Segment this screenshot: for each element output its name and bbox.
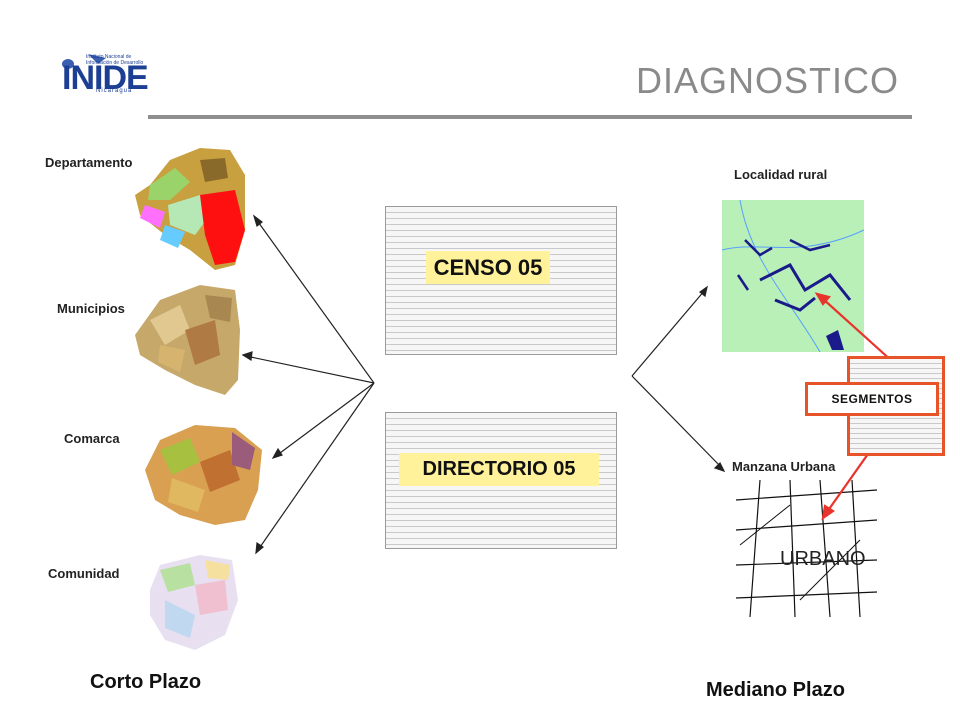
right-arrows [631, 285, 726, 473]
logo-subtitle: Instituto Nacional de Información de Des… [86, 54, 144, 66]
label-comunidad: Comunidad [48, 566, 120, 581]
label-comarca: Comarca [64, 431, 120, 446]
label-departamento: Departamento [45, 155, 133, 170]
map-municipios [135, 285, 240, 395]
urbano-map-text: URBANO [780, 548, 866, 570]
logo-text: INIDE [62, 59, 149, 97]
segments-label: SEGMENTOS [805, 382, 939, 416]
map-localidad-rural [721, 199, 865, 353]
map-manzana-urbana [735, 479, 878, 618]
directorio-label: DIRECTORIO 05 [399, 453, 599, 486]
censo-label: CENSO 05 [426, 251, 550, 284]
corto-plazo-label: Corto Plazo [90, 671, 202, 693]
map-comunidad [150, 555, 238, 650]
map-comarca [145, 425, 262, 525]
mediano-plazo-label: Mediano Plazo [706, 679, 845, 701]
page-title: DIAGNOSTICO [636, 60, 900, 101]
inide-logo [58, 52, 148, 100]
label-municipios: Municipios [57, 301, 125, 316]
left-arrows [241, 214, 375, 555]
title-divider [148, 115, 912, 119]
logo-mark-icon [62, 54, 106, 69]
label-localidad-rural: Localidad rural [734, 167, 828, 182]
map-departamento [135, 148, 245, 270]
label-manzana-urbana: Manzana Urbana [732, 459, 836, 474]
logo-country: Nicaragua [96, 88, 133, 94]
